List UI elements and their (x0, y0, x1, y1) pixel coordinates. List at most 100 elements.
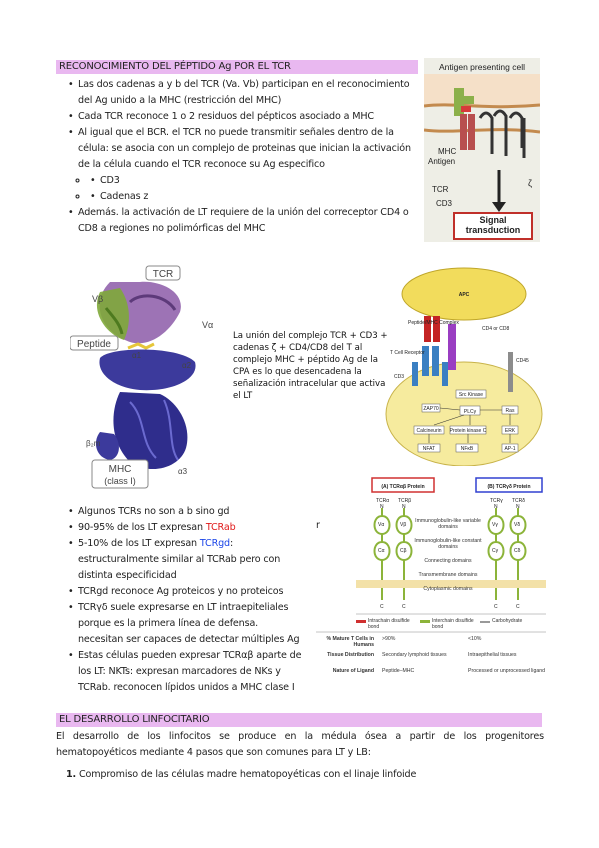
legend-interchain: Interchain disulfide bond (432, 618, 474, 630)
list-item: Además. la activación de LT requiere de … (66, 205, 418, 237)
svg-text:C: C (516, 604, 520, 610)
label-alpha2: α2 (182, 361, 192, 370)
tcr-ab-gd-diagram: (A) TCRαβ Protein (B) TCRγδ Protein TCRα… (316, 477, 546, 633)
svg-text:Calcineurin: Calcineurin (416, 428, 441, 434)
box-src-kinase (455, 389, 487, 399)
b2m-ribbon (95, 432, 119, 460)
svg-text:Vδ: Vδ (514, 522, 520, 528)
svg-text:Cδ: Cδ (514, 548, 521, 554)
table-row: % Mature T Cells in Humans >90% <10% (326, 636, 482, 648)
box-nfat (417, 443, 441, 453)
svg-text:TCRγ: TCRγ (490, 498, 503, 504)
svg-text:AP-1: AP-1 (504, 446, 515, 452)
label-mhc-class: (class I) (104, 476, 136, 486)
recognition-bullet-list: Las dos cadenas a y b del TCR (Va. Vb) p… (66, 77, 418, 237)
label-cd4cd8: CD4 or CD8 (482, 326, 509, 332)
svg-text:Cγ: Cγ (492, 548, 499, 554)
svg-text:C: C (402, 604, 406, 610)
highlight-tcrab: TCRab (205, 522, 236, 533)
list-item: Cadenas z (88, 189, 418, 205)
signal-transduction-label: Signal transduction (465, 215, 521, 235)
apc-diagram: Antigen presenting cell MHC Antigen TCR … (423, 62, 541, 240)
svg-text:Cβ: Cβ (400, 548, 407, 554)
mhc-ribbon-top (99, 349, 196, 391)
legend-carbohydrate: Carbohydrate (492, 618, 523, 624)
svg-text:N: N (380, 504, 384, 510)
svg-text:C: C (494, 604, 498, 610)
cd4-bar (448, 324, 456, 370)
label-vbeta: Vβ (92, 294, 103, 304)
svg-text:Ras: Ras (506, 408, 515, 414)
signal-arrows (428, 407, 511, 443)
domain-connecting: Connecting domains (424, 558, 472, 564)
tcr-comparison-table: % Mature T Cells in Humans >90% <10% Tis… (316, 636, 548, 684)
section-heading-recognition: RECONOCIMIENTO DEL PÉPTIDO Ag POR EL TCR (56, 60, 418, 74)
domain-transmembrane: Transmembrane domains (418, 572, 478, 578)
legend-interchain-swatch (420, 620, 430, 623)
label-tcell-receptor: T Cell Receptor (390, 350, 425, 356)
apc-membrane (423, 103, 541, 109)
label-peptide: Peptide (77, 339, 111, 350)
highlight-tcrgd: TCRgd (199, 538, 230, 549)
svg-text:Vγ: Vγ (492, 522, 498, 528)
list-item-text: Al igual que el BCR. el TCR no puede tra… (78, 127, 411, 170)
sub-bullet-list: CD3 Cadenas z (88, 173, 418, 205)
figure-tcr-ab-gd: (A) TCRαβ Protein (B) TCRγδ Protein TCRα… (316, 474, 548, 696)
signaling-diagram: APC Peptide/MHC Complex CD4 or CD8 T Cel… (385, 267, 543, 467)
caption-tcr-complex: La unión del complejo TCR + CD3 + cadena… (233, 331, 388, 401)
signal-transduction-box (453, 212, 533, 240)
label-alpha1: α1 (132, 351, 142, 360)
list-item: CD3 (88, 173, 418, 189)
tcr-bar (422, 346, 429, 376)
list-item: Estas células pueden expresar TCRαβ apar… (66, 648, 306, 696)
svg-text:PLCγ: PLCγ (464, 409, 477, 415)
label-tcr: TCR (432, 185, 449, 194)
label-panel-a: (A) TCRαβ Protein (381, 484, 424, 490)
list-item: 5-10% de los LT expresan TCRgd: estructu… (66, 536, 306, 584)
tcell-membrane (423, 128, 541, 134)
box-ap1 (501, 443, 519, 453)
label-cd45: CD45 (516, 358, 529, 364)
svg-text:Vβ: Vβ (400, 522, 406, 528)
tcr-label-box (145, 265, 181, 281)
list-item: Al igual que el BCR. el TCR no puede tra… (66, 125, 418, 205)
svg-text:N: N (516, 504, 520, 510)
legend-intrachain-swatch (356, 620, 366, 623)
svg-text:NFAT: NFAT (423, 446, 435, 452)
legend-intrachain: Intrachain disulfide bond (368, 618, 410, 630)
label-mhc: MHC (109, 464, 132, 475)
svg-text:ERK: ERK (505, 428, 516, 434)
panel-a-box (371, 477, 435, 493)
figure-apc-signal: Antigen presenting cell MHC Antigen TCR … (423, 58, 541, 242)
development-item-1: 1. Compromiso de las células madre hemat… (66, 767, 536, 783)
label-apc: APC (459, 292, 470, 298)
mhc-molecule (454, 88, 464, 116)
mhc-ribbon-bottom (113, 392, 188, 470)
apc-cell-region (424, 74, 540, 106)
cd45-bar (508, 352, 513, 392)
figure-tcr-signaling: APC Peptide/MHC Complex CD4 or CD8 T Cel… (384, 266, 550, 467)
stray-character: r (316, 520, 320, 531)
mhc-bar (424, 316, 431, 342)
label-cd3: CD3 (436, 199, 453, 208)
svg-text:TCRα: TCRα (376, 498, 389, 504)
item-number: 1. (66, 769, 77, 780)
table-row: Nature of Ligand Peptide–MHC Processed o… (332, 668, 545, 674)
list-item: TCRγδ suele expresarse en LT intraepitel… (66, 600, 306, 648)
label-tcr: TCR (153, 269, 174, 280)
membrane-band (356, 580, 546, 588)
table-row: Tissue Distribution Secondary lymphoid t… (327, 652, 517, 658)
label-peptide-mhc: Peptide/MHC Complex (408, 320, 459, 326)
label-antigen: Antigen (428, 157, 455, 166)
figure-tcr-mhc-structure: TCR Vβ Vα Peptide α1 α2 β₂m α3 MHC (clas… (69, 262, 230, 494)
label-valpha: Vα (202, 320, 213, 330)
svg-text:Cα: Cα (378, 548, 385, 554)
svg-text:Src Kinase: Src Kinase (459, 392, 483, 398)
domain-constant: Immunoglobulin-like constant domains (414, 538, 482, 550)
label-cd3: CD3 (394, 374, 404, 380)
section-heading-development: EL DESARROLLO LINFOCITARIO (56, 713, 542, 727)
list-item: TCRgd reconoce Ag proteicos y no proteic… (66, 584, 306, 600)
tcr-types-bullet-list: Algunos TCRs no son a b sino gd 90-95% d… (66, 504, 306, 696)
item-text: Compromiso de las células madre hematopo… (78, 769, 417, 780)
tcr-molecule (460, 114, 467, 150)
